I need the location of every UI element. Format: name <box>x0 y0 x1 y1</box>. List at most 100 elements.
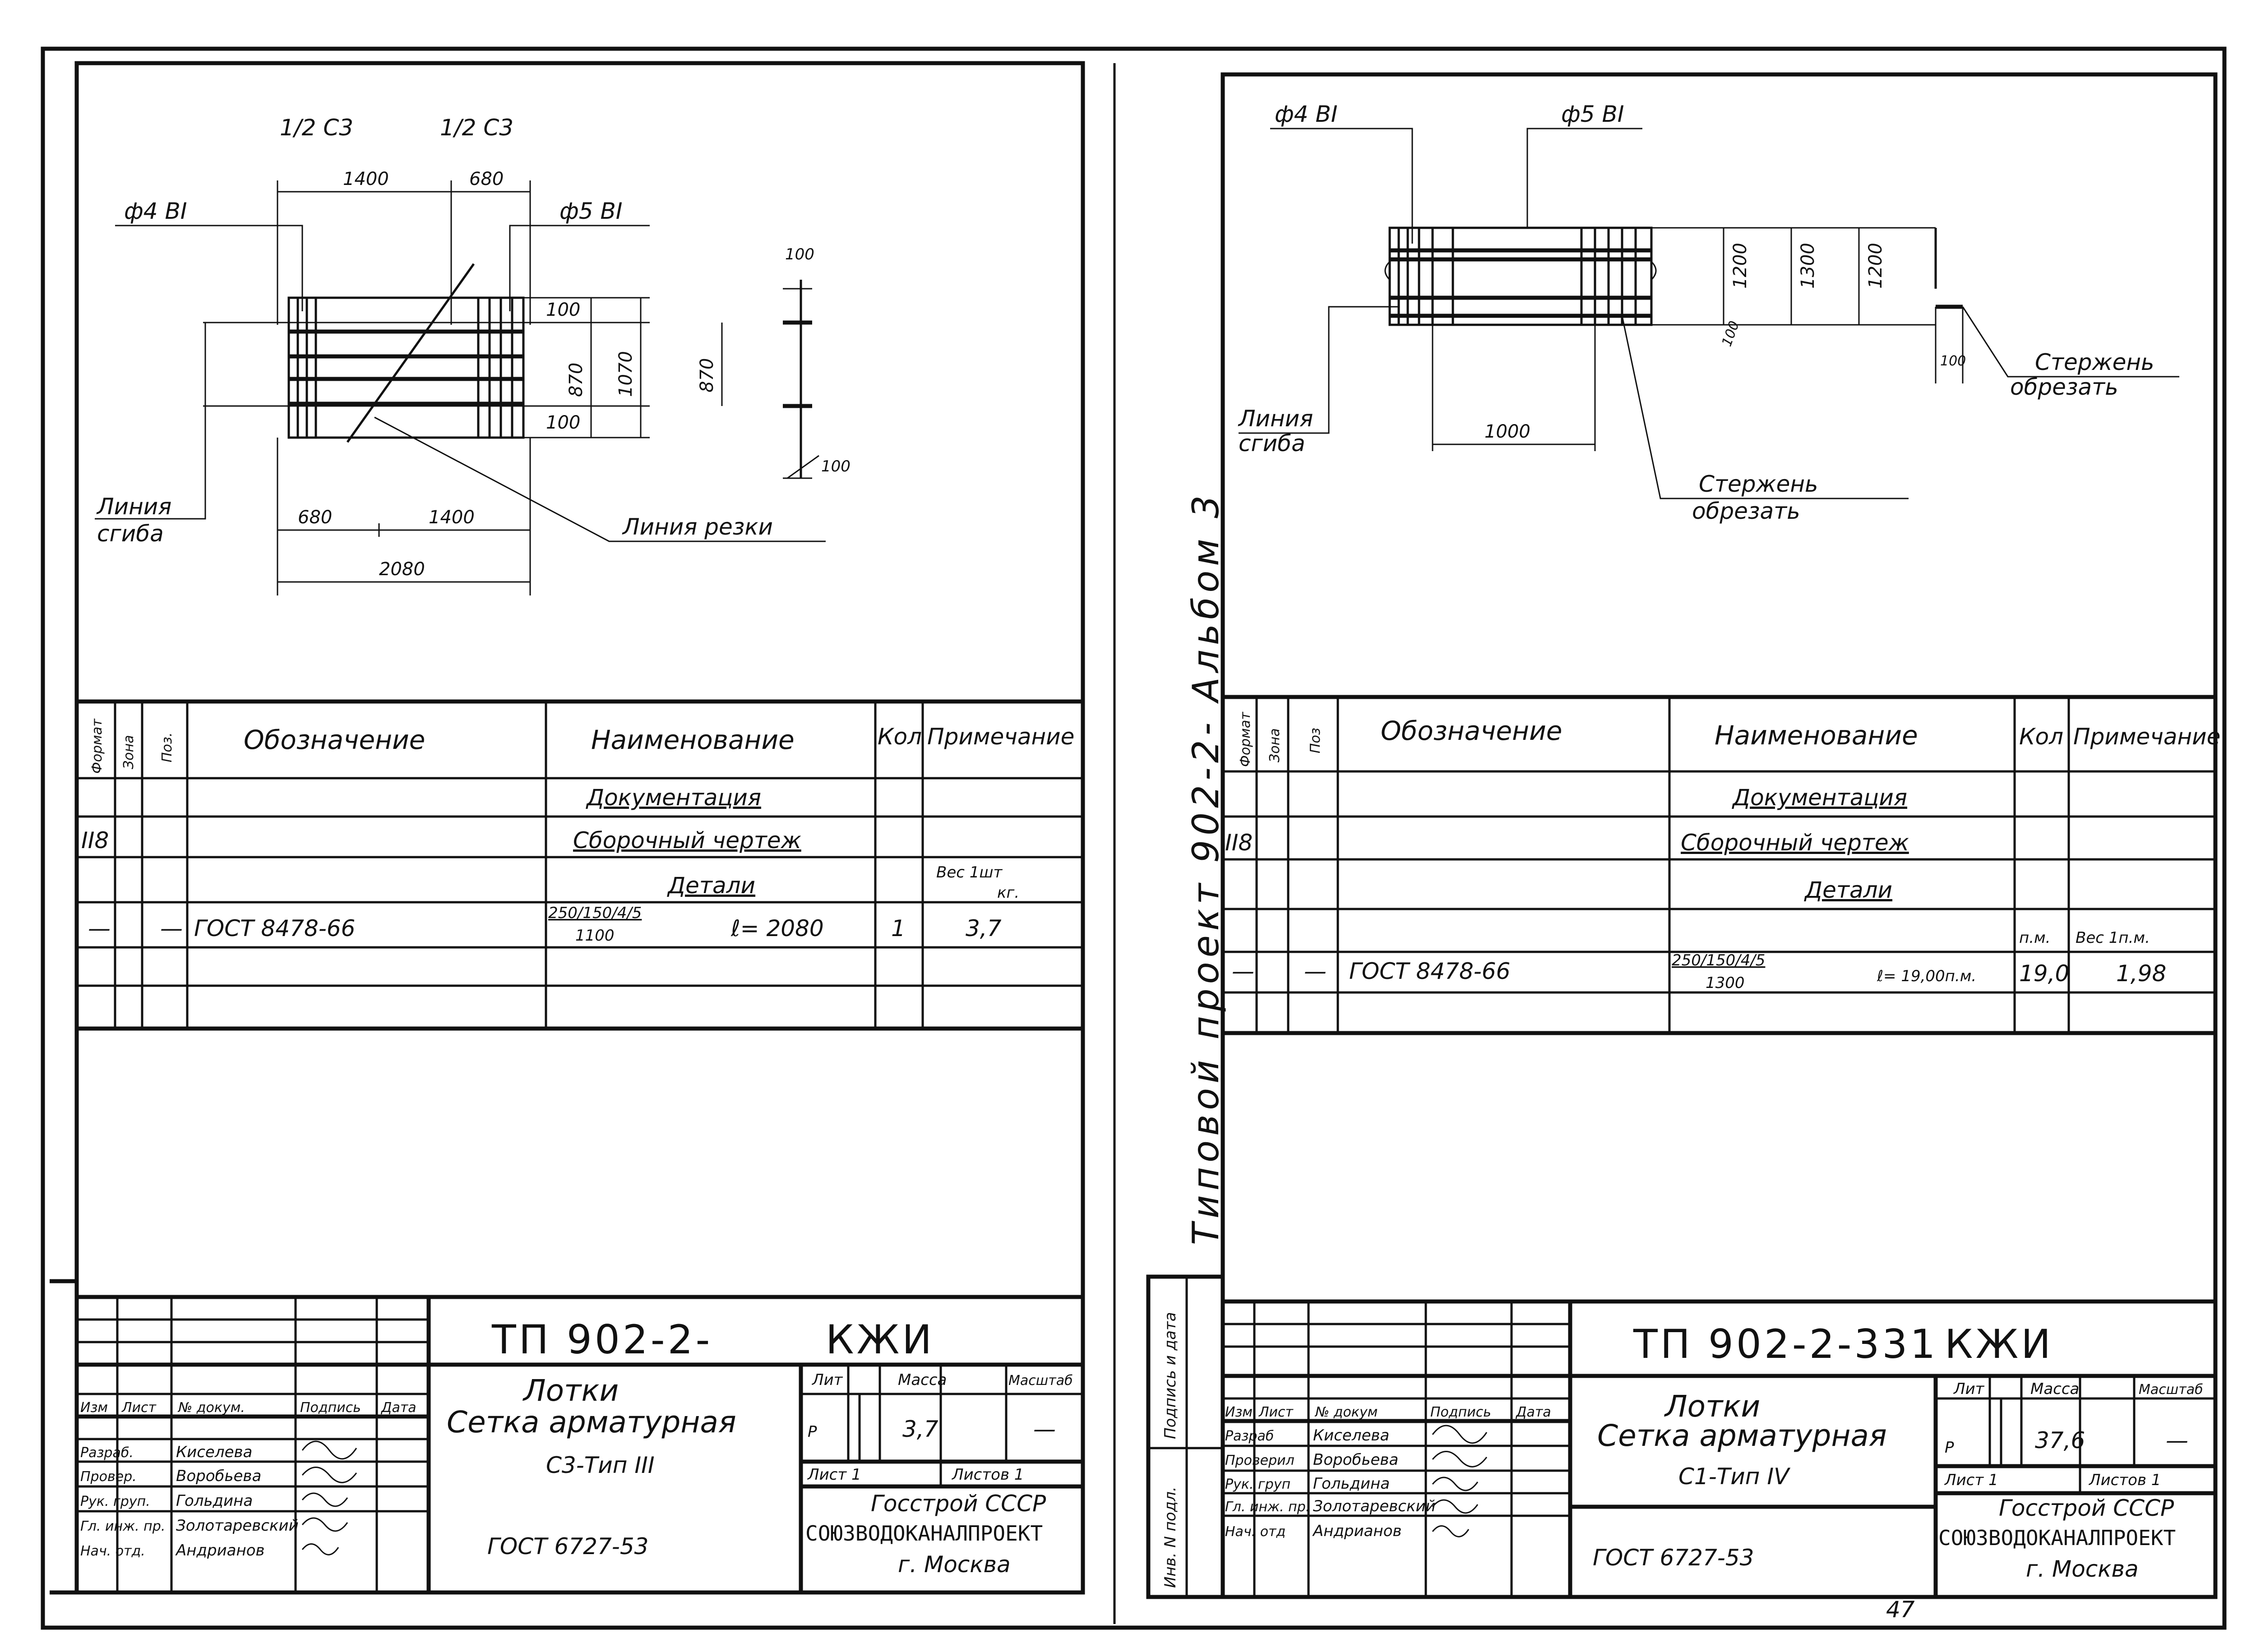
right-part-dash-2: — <box>1304 958 1327 984</box>
dim-100-a: 100 <box>546 300 580 320</box>
dim-2080: 2080 <box>379 559 425 580</box>
row-note-unit: кг. <box>997 884 1019 902</box>
right-org-3: г. Москва <box>2026 1556 2139 1582</box>
right-mass-value: 37,6 <box>2035 1427 2085 1454</box>
right-bend-line-label-2: сгиба <box>1239 430 1305 457</box>
role-4: Гл. инж. пр. <box>80 1518 165 1534</box>
right-person-5: Андрианов <box>1312 1522 1402 1540</box>
col-doc: № докум. <box>177 1400 245 1416</box>
part-qty: 1 <box>891 915 906 941</box>
part-fraction-bottom: 1100 <box>575 927 615 945</box>
right-mass-header: Масса <box>2030 1380 2079 1398</box>
sheets-total: Листов 1 <box>951 1466 1024 1484</box>
org-1: Госстрой СССР <box>871 1490 1046 1517</box>
right-row-format: II8 <box>1225 830 1253 856</box>
right-signature-2 <box>1432 1451 1488 1467</box>
part-dash-2: — <box>160 915 183 941</box>
right-person-1: Киселева <box>1313 1426 1389 1444</box>
signature-2 <box>301 1467 357 1483</box>
person-4: Золотаревский <box>176 1517 299 1535</box>
right-hdr-designation: Обозначение <box>1381 715 1562 746</box>
role-1: Разраб. <box>80 1445 134 1461</box>
right-gost-label: ГОСТ 6727-53 <box>1593 1545 1754 1571</box>
right-hdr-zone: Зона <box>1267 728 1283 762</box>
col-list: Лист <box>121 1400 157 1416</box>
doc-code: ТП 902-2- <box>491 1316 712 1363</box>
right-title-block: ТП 902-2-331 КЖИ Изм Лист № докум Подпис… <box>1223 1299 2215 1597</box>
dim-1070: 1070 <box>615 351 636 397</box>
hdr-qty: Кол <box>878 724 922 750</box>
margin-sign-date: Подпись и дата <box>1161 1312 1179 1439</box>
part-fraction-top: 250/150/4/5 <box>548 904 642 922</box>
right-part-qty: 19,0 <box>2019 960 2069 987</box>
dim-100-r1: 100 <box>785 245 814 263</box>
scale-value: — <box>1033 1416 1056 1442</box>
cut-note-2: Стержень <box>1699 471 1818 497</box>
dim-1400-top: 1400 <box>343 169 389 189</box>
right-part-dash-1: — <box>1232 958 1254 984</box>
part-weight: 3,7 <box>966 915 1002 941</box>
bend-line-label-2: сгиба <box>97 521 164 547</box>
person-1: Киселева <box>176 1443 252 1461</box>
person-2: Воробьева <box>176 1467 261 1485</box>
bar-right-label: ф5 BI <box>559 198 623 224</box>
right-hdr-pos: Поз <box>1308 728 1323 753</box>
hdr-name: Наименование <box>591 724 795 755</box>
right-dim-1200-a: 1200 <box>1730 243 1751 289</box>
right-dim-1300: 1300 <box>1798 243 1818 289</box>
dim-100-b: 100 <box>546 412 580 433</box>
mass-header: Масса <box>898 1371 947 1389</box>
signature-1 <box>301 1440 357 1460</box>
hdr-format: Формат <box>89 718 105 774</box>
right-scale-header: Масштаб <box>2139 1382 2203 1398</box>
person-3: Гольдина <box>176 1492 253 1510</box>
part-length: ℓ= 2080 <box>730 915 824 941</box>
signature-3 <box>301 1492 348 1507</box>
half-c3-label-b: 1/2 C3 <box>440 115 513 141</box>
left-title-block: ТП 902-2- КЖИ Изм Лист № докум. Подпись … <box>77 1295 1083 1592</box>
right-doc-code: ТП 902-2-331 <box>1633 1321 1938 1367</box>
right-sheets-total: Листов 1 <box>2088 1471 2161 1489</box>
row-note-weight: Вес 1шт <box>936 863 1003 881</box>
right-row-unit: п.м. <box>2019 929 2051 947</box>
right-mesh-drawing: ф4 BI ф5 BI 1200 13 <box>1238 101 2179 524</box>
right-signature-1 <box>1432 1425 1488 1444</box>
hdr-note: Примечание <box>927 724 1074 750</box>
right-dim-1200-b: 1200 <box>1865 243 1886 289</box>
right-hdr-qty: Кол <box>2019 724 2063 750</box>
right-bar-left-label: ф4 BI <box>1275 101 1338 127</box>
right-lit-header: Лит <box>1953 1380 1985 1398</box>
dim-1400-bot: 1400 <box>429 507 475 528</box>
title-1: Лотки <box>522 1373 619 1408</box>
row-assembly: Сборочный чертеж <box>573 827 801 854</box>
right-dim-100-b: 100 <box>1940 353 1966 369</box>
right-part-length: ℓ= 19,00п.м. <box>1877 967 1976 985</box>
dim-680-bot: 680 <box>298 507 332 528</box>
right-person-4: Золотаревский <box>1313 1497 1436 1515</box>
bend-line-label: Линия <box>96 494 171 520</box>
right-scale-value: — <box>2166 1427 2188 1454</box>
right-person-2: Воробьева <box>1313 1451 1398 1469</box>
role-2: Провер. <box>80 1469 137 1485</box>
right-signature-3 <box>1432 1477 1479 1491</box>
cut-line <box>346 263 475 443</box>
right-role-5: Нач. отд <box>1225 1524 1285 1540</box>
right-person-3: Гольдина <box>1313 1475 1390 1493</box>
row-format: II8 <box>81 827 109 854</box>
dim-680-top: 680 <box>469 169 504 189</box>
row-documentation: Документация <box>586 784 761 811</box>
right-bar-right-label: ф5 BI <box>1561 101 1624 127</box>
hdr-zone: Зона <box>121 735 137 769</box>
title-3: С3-Тип III <box>546 1452 655 1478</box>
right-hdr-name: Наименование <box>1715 720 1918 751</box>
right-row-documentation: Документация <box>1732 784 1907 811</box>
right-role-4: Гл. инж. пр. <box>1225 1499 1310 1515</box>
right-signature-4 <box>1432 1499 1479 1514</box>
row-details: Детали <box>667 872 755 899</box>
sheet-number: Лист 1 <box>807 1466 861 1484</box>
col-sign: Подпись <box>300 1400 361 1416</box>
right-col-date: Дата <box>1515 1404 1551 1420</box>
part-dash-1: — <box>88 915 111 941</box>
right-row-assembly: Сборочный чертеж <box>1681 830 1909 856</box>
